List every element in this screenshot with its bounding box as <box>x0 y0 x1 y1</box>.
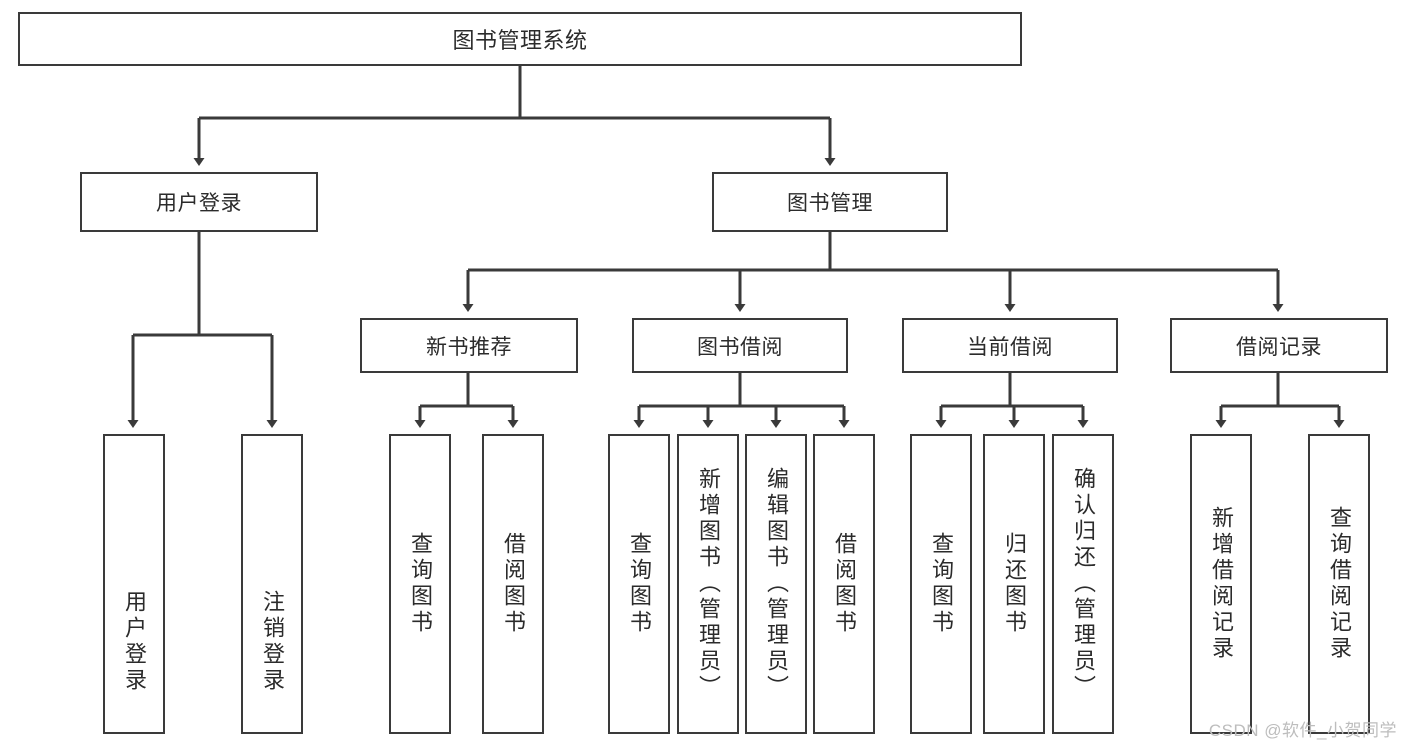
leaf-query-book-recommend[interactable]: 查询图书 <box>389 434 451 734</box>
node-book-borrow[interactable]: 图书借阅 <box>632 318 848 373</box>
node-current-borrow[interactable]: 当前借阅 <box>902 318 1118 373</box>
leaf-query-book-current[interactable]: 查询图书 <box>910 434 972 734</box>
node-label: 用户登录 <box>122 590 147 694</box>
leaf-query-borrow-record[interactable]: 查询借阅记录 <box>1308 434 1370 734</box>
leaf-borrow-book[interactable]: 借阅图书 <box>813 434 875 734</box>
node-label: 新增借阅记录 <box>1209 506 1234 662</box>
node-label: 图书借阅 <box>697 335 783 359</box>
leaf-add-book-admin[interactable]: 新增图书（管理员） <box>677 434 739 734</box>
node-label: 归还图书 <box>1002 532 1027 636</box>
node-label: 新增图书（管理员） <box>696 467 721 701</box>
leaf-logout[interactable]: 注销登录 <box>241 434 303 734</box>
node-root[interactable]: 图书管理系统 <box>18 12 1022 66</box>
node-label: 查询图书 <box>929 532 954 636</box>
leaf-add-borrow-record[interactable]: 新增借阅记录 <box>1190 434 1252 734</box>
node-borrow-record[interactable]: 借阅记录 <box>1170 318 1388 373</box>
leaf-borrow-book-recommend[interactable]: 借阅图书 <box>482 434 544 734</box>
node-label: 当前借阅 <box>967 335 1053 359</box>
leaf-user-login[interactable]: 用户登录 <box>103 434 165 734</box>
node-new-book-recommend[interactable]: 新书推荐 <box>360 318 578 373</box>
node-label: 用户登录 <box>156 192 242 215</box>
node-label: 确认归还（管理员） <box>1071 467 1096 701</box>
node-label: 借阅记录 <box>1236 335 1322 359</box>
node-label: 图书管理 <box>787 192 873 215</box>
node-label: 查询借阅记录 <box>1327 506 1352 662</box>
node-label: 注销登录 <box>260 590 285 694</box>
node-label: 编辑图书（管理员） <box>764 467 789 701</box>
node-label: 借阅图书 <box>501 532 526 636</box>
node-book-management[interactable]: 图书管理 <box>712 172 948 232</box>
node-label: 图书管理系统 <box>452 28 588 53</box>
leaf-confirm-return-admin[interactable]: 确认归还（管理员） <box>1052 434 1114 734</box>
watermark-text: CSDN @软件_小贺同学 <box>1208 721 1397 740</box>
node-label: 查询图书 <box>627 532 652 636</box>
leaf-return-book[interactable]: 归还图书 <box>983 434 1045 734</box>
leaf-query-book-borrow[interactable]: 查询图书 <box>608 434 670 734</box>
node-user-login[interactable]: 用户登录 <box>80 172 318 232</box>
node-label: 借阅图书 <box>832 532 857 636</box>
node-label: 查询图书 <box>408 532 433 636</box>
node-label: 新书推荐 <box>426 335 512 359</box>
leaf-edit-book-admin[interactable]: 编辑图书（管理员） <box>745 434 807 734</box>
